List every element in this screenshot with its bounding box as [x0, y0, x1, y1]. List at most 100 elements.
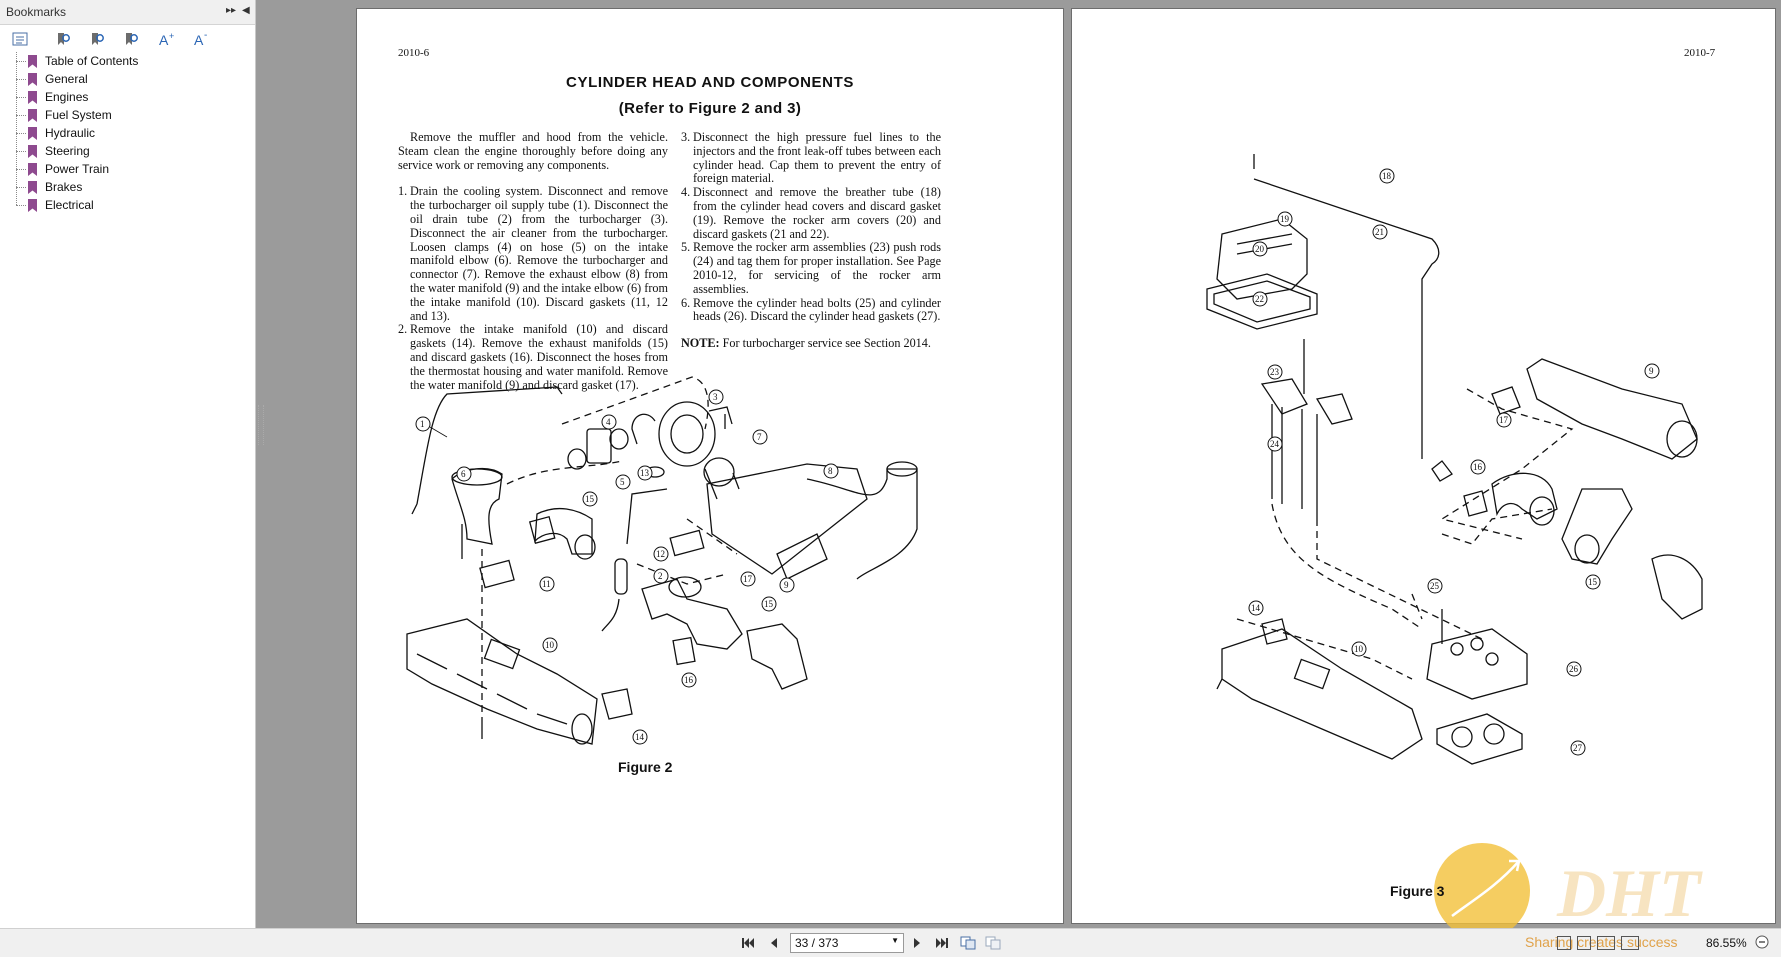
bookmark-icon [28, 198, 37, 212]
single-page-icon[interactable] [1557, 936, 1571, 950]
panel-splitter[interactable] [258, 405, 264, 445]
callout: 15 [582, 491, 598, 507]
svg-text:A: A [194, 32, 204, 48]
bookmark-table-of-contents[interactable]: Table of Contents [16, 52, 138, 70]
bookmark-general[interactable]: General [16, 70, 88, 88]
page-dropdown-icon[interactable]: ▼ [891, 936, 899, 945]
watermark-logo: DHT [1556, 855, 1703, 931]
figure-2-diagram: 1 2 3 4 5 6 7 8 9 10 11 12 13 14 15 15 [406, 376, 918, 745]
document-viewer[interactable]: 2010-6 CYLINDER HEAD AND COMPONENTS (Ref… [256, 0, 1781, 939]
bookmark-steering[interactable]: Steering [16, 142, 90, 160]
bookmark-hydraulic[interactable]: Hydraulic [16, 124, 95, 142]
zoom-level[interactable]: 86.55% [1706, 936, 1747, 950]
callout: 15 [761, 596, 777, 612]
continuous-facing-icon[interactable] [1621, 936, 1639, 950]
right-column: 3.Disconnect the high pressure fuel line… [681, 130, 941, 351]
facing-pages-icon[interactable] [1597, 936, 1615, 950]
previous-page-button[interactable] [764, 934, 784, 952]
callout: 9 [779, 577, 795, 593]
next-page-button[interactable] [907, 934, 927, 952]
callout: 10 [1351, 641, 1367, 657]
bookmarks-panel: Bookmarks ▸▸ ◀ A+ A- [0, 0, 256, 928]
callout: 9 [1644, 363, 1660, 379]
svg-text:18: 18 [1382, 171, 1392, 181]
svg-text:10: 10 [545, 640, 555, 650]
bookmark-icon [28, 72, 37, 86]
find-bookmark-icon[interactable] [121, 29, 141, 49]
watermark-badge [1434, 843, 1530, 939]
bookmark-engines[interactable]: Engines [16, 88, 88, 106]
first-page-button[interactable] [738, 934, 758, 952]
svg-text:-: - [204, 30, 207, 41]
page-number: 2010-7 [1684, 47, 1716, 59]
page-number-input[interactable]: 33 / 373 ▼ [790, 933, 904, 953]
note: NOTE: For turbocharger service see Secti… [681, 336, 931, 351]
svg-text:4: 4 [606, 417, 611, 427]
svg-text:25: 25 [1430, 581, 1440, 591]
callout: 22 [1252, 291, 1268, 307]
next-view-icon[interactable] [983, 934, 1003, 952]
callout: 24 [1267, 436, 1283, 452]
figure-3-caption: Figure 3 [1390, 883, 1445, 899]
callout: 21 [1372, 224, 1388, 240]
increase-font-icon[interactable]: A+ [157, 29, 177, 49]
previous-view-icon[interactable] [958, 934, 978, 952]
callout: 12 [653, 546, 669, 562]
bookmark-brakes[interactable]: Brakes [16, 178, 82, 196]
bookmark-icon [28, 180, 37, 194]
svg-text:26: 26 [1569, 664, 1579, 674]
page-number: 2010-6 [398, 47, 430, 59]
bookmark-icon [28, 54, 37, 68]
svg-text:14: 14 [1251, 603, 1261, 613]
svg-text:11: 11 [542, 579, 551, 589]
expand-bookmark-icon[interactable] [53, 29, 73, 49]
page-subtitle: (Refer to Figure 2 and 3) [618, 100, 802, 117]
step-3: 3.Disconnect the high pressure fuel line… [681, 130, 941, 186]
svg-text:19: 19 [1280, 214, 1290, 224]
callout: 14 [1248, 600, 1264, 616]
callout: 4 [601, 414, 617, 430]
page-title: CYLINDER HEAD AND COMPONENTS [566, 74, 854, 91]
svg-text:A: A [159, 32, 169, 48]
bookmark-options-icon[interactable] [10, 29, 30, 49]
callout: 11 [539, 576, 555, 592]
callout: 25 [1427, 578, 1443, 594]
svg-text:23: 23 [1270, 367, 1280, 377]
bookmark-fuel-system[interactable]: Fuel System [16, 106, 112, 124]
last-page-button[interactable] [932, 934, 952, 952]
svg-text:14: 14 [635, 732, 645, 742]
callout: 15 [1585, 574, 1601, 590]
expand-panel-icon[interactable]: ▸▸ [226, 5, 237, 16]
svg-text:DHT: DHT [1556, 855, 1703, 931]
callout: 27 [1570, 740, 1586, 756]
callout: 7 [752, 429, 768, 445]
callout: 17 [740, 571, 756, 587]
svg-text:5: 5 [620, 477, 625, 487]
callout: 18 [1379, 168, 1395, 184]
svg-text:12: 12 [656, 549, 665, 559]
svg-text:21: 21 [1375, 227, 1384, 237]
bookmark-electrical[interactable]: Electrical [16, 196, 94, 214]
svg-text:2: 2 [658, 571, 663, 581]
svg-text:13: 13 [640, 468, 650, 478]
svg-text:24: 24 [1270, 439, 1280, 449]
step-1: 1.Drain the cooling system. Disconnect a… [398, 184, 668, 323]
bookmarks-header: Bookmarks ▸▸ ◀ [0, 0, 255, 25]
page-2010-6: 2010-6 CYLINDER HEAD AND COMPONENTS (Ref… [357, 9, 1063, 923]
bookmark-icon [28, 108, 37, 122]
zoom-out-icon[interactable] [1752, 933, 1772, 951]
bookmark-icon [28, 162, 37, 176]
bookmark-icon [28, 144, 37, 158]
new-bookmark-icon[interactable] [87, 29, 107, 49]
left-column: Remove the muffler and hood from the veh… [398, 130, 668, 392]
step-4: 4.Disconnect and remove the breather tub… [681, 185, 941, 241]
bookmark-icon [28, 126, 37, 140]
bookmark-power-train[interactable]: Power Train [16, 160, 109, 178]
continuous-page-icon[interactable] [1577, 936, 1591, 950]
status-bar: 33 / 373 ▼ Sharing creates success 86.55… [0, 928, 1781, 957]
decrease-font-icon[interactable]: A- [192, 29, 212, 49]
step-2: 2.Remove the intake manifold (10) and di… [398, 322, 668, 392]
collapse-panel-icon[interactable]: ◀ [242, 5, 250, 16]
bookmark-icon [28, 90, 37, 104]
page-2010-7: 2010-7 [1072, 9, 1775, 939]
